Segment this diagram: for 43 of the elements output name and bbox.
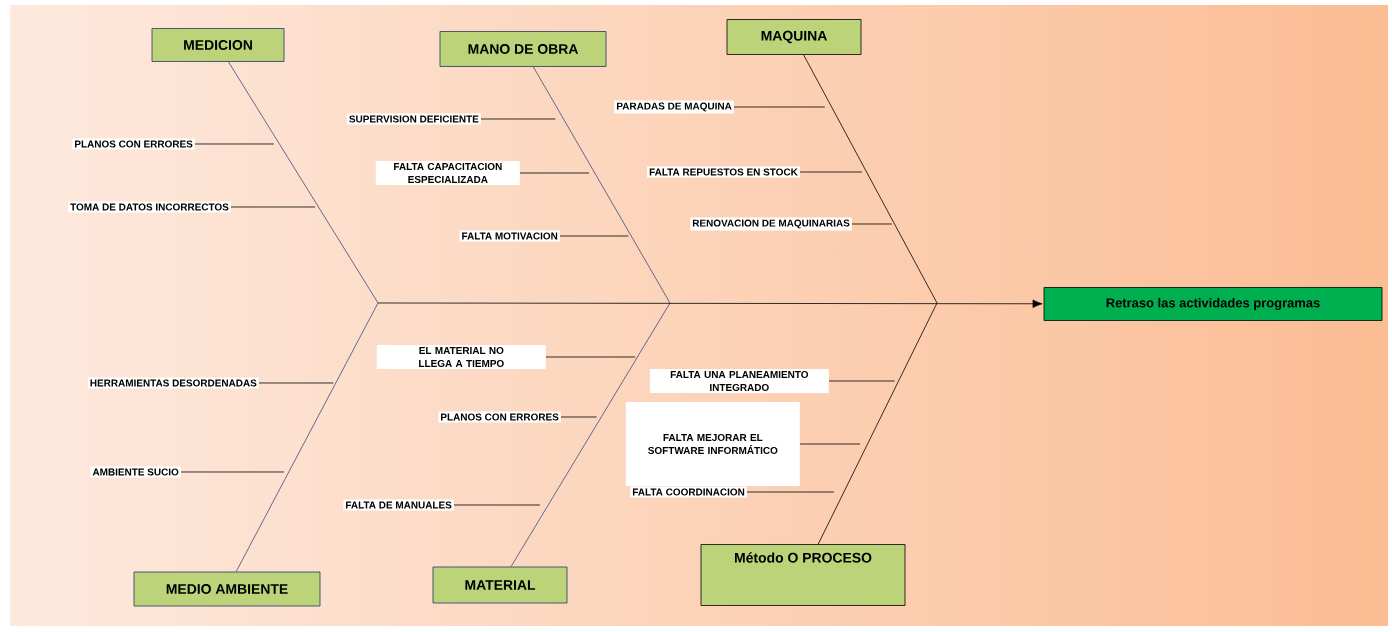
branch-line [560, 416, 597, 418]
bone-line [510, 302, 671, 567]
cause-label: FALTA MOTIVACION [459, 230, 560, 242]
branch-line [180, 471, 285, 473]
category-box: MAQUINA [726, 19, 862, 55]
cause-label: TOMA DE DATOS INCORRECTOS [68, 201, 231, 213]
cause-label: SUPERVISION DEFICIENTE [346, 113, 481, 125]
category-box: Método O PROCESO [700, 544, 906, 606]
branch-line [453, 504, 541, 506]
branch-line [258, 382, 334, 384]
category-box: MEDIO AMBIENTE [133, 571, 321, 607]
cause-label: PLANOS CON ERRORES [438, 411, 561, 423]
cause-label: FALTA DE MANUALES [343, 499, 454, 511]
branch-line [746, 491, 835, 493]
branch-line [519, 172, 590, 174]
branch-line [545, 356, 636, 358]
cause-label: FALTA REPUESTOS EN STOCK [647, 166, 800, 178]
category-box: MANO DE OBRA [439, 31, 607, 67]
branch-line [230, 206, 316, 208]
bone-line [235, 302, 379, 572]
category-box: MATERIAL [432, 566, 568, 604]
bone-line [803, 54, 938, 304]
cause-label: FALTA CAPACITACION ESPECIALIZADA [375, 161, 520, 185]
branch-line [733, 106, 826, 108]
branch-line [799, 171, 863, 173]
category-box: MEDICION [151, 28, 285, 62]
cause-label: PLANOS CON ERRORES [72, 138, 195, 150]
bone-line [228, 61, 379, 304]
cause-label: HERRAMIENTAS DESORDENADAS [87, 377, 259, 389]
bone-line [817, 302, 938, 545]
cause-label: EL MATERIAL NO LLEGA A TIEMPO [376, 345, 546, 369]
branch-line [559, 235, 629, 237]
effect-box: Retraso las actividades programas [1043, 287, 1383, 321]
cause-label: AMBIENTE SUCIO [90, 466, 181, 478]
branch-line [799, 443, 861, 445]
branch-line [480, 118, 556, 120]
cause-label: FALTA UNA PLANEAMIENTO INTEGRADO [649, 369, 829, 393]
branch-line [828, 380, 895, 382]
spine-arrow [377, 299, 1043, 308]
cause-label: FALTA COORDINACION [630, 486, 747, 498]
bone-line [532, 66, 671, 304]
branch-line [194, 143, 275, 145]
branch-line [851, 223, 893, 225]
